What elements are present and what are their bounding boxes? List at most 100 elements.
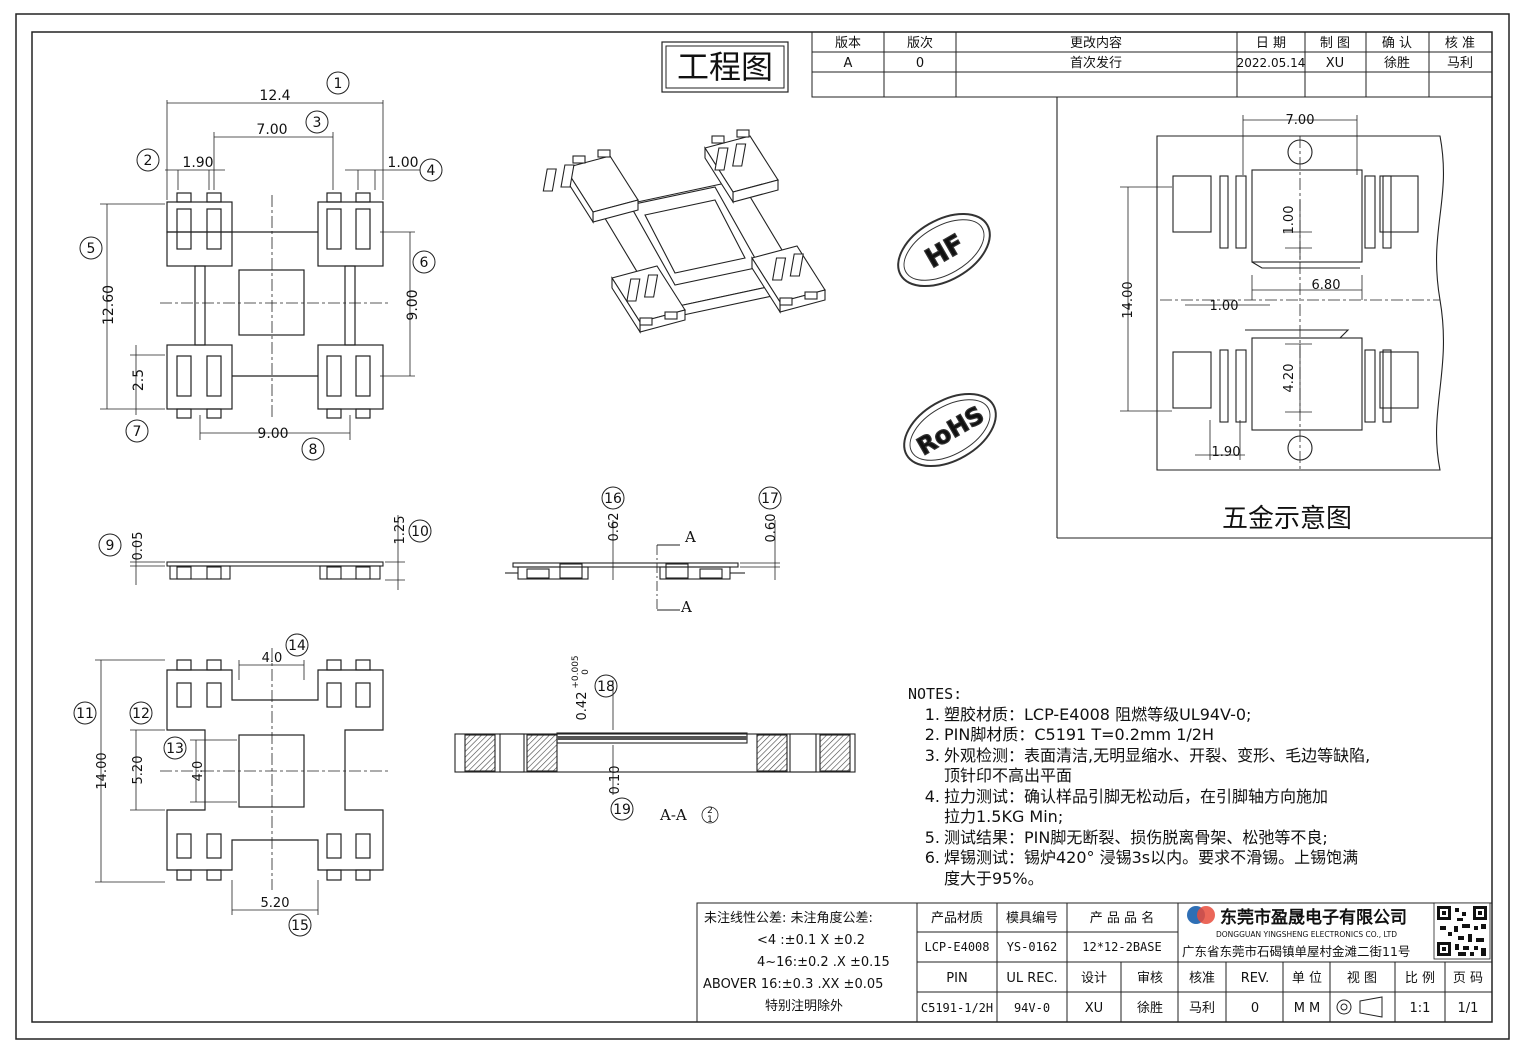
balloon-8: 8 [309,442,318,458]
note-item: 1.塑胶材质：LCP-E4008 阻燃等级UL94V-0; [924,704,1252,724]
stamp-title: 工程图 [661,41,789,93]
bottom-view [160,648,390,890]
balloon-14: 14 [288,638,306,654]
section-label-a-top: A [684,528,696,546]
note-item: 4.拉力测试：确认样品引脚无松动后，在引脚轴方向施加 [924,786,1329,806]
note-item: 3.外观检测：表面清洁,无明显缩水、开裂、变形、毛边等缺陷, [924,745,1371,765]
balloon-9: 9 [106,538,115,554]
balloon-12: 12 [132,706,150,722]
balloon-5: 5 [87,241,96,257]
dim-4-0-h: 4.0 [262,651,283,666]
projection-symbol-icon [1336,996,1383,1018]
revision-table [811,31,1493,98]
rev-header-edition: 版次 [907,35,933,51]
dim-9-00-v: 9.00 [405,289,421,320]
dim-0-60: 0.60 [764,514,779,543]
rev-version: A [844,56,853,71]
tb-r3-9: 页 码 [1453,971,1483,986]
balloon-11: 11 [76,706,94,722]
dim-0-42-tol0: 0 [581,669,591,675]
notes-block: NOTES: 1.塑胶材质：LCP-E4008 阻燃等级UL94V-0; 2.P… [908,684,1508,889]
outer-frame [15,13,1510,1040]
dim-1-90: 1.90 [182,155,213,171]
revision-table-text: 版本 版次 更改内容 日 期 制 图 确 认 核 准 A 0 首次发行 2022… [835,35,1475,71]
tb-h-product: 产 品 品 名 [1090,910,1154,926]
metal-dim-1-00-v: 1.00 [1282,206,1297,235]
tol-line2: <4 :±0.1 X ±0.2 [757,933,865,948]
hf-stamp: HF [897,212,991,288]
dim-2-5: 2.5 [131,369,147,391]
top-view-dimensions [100,100,420,440]
bottom-view-dimensions [95,659,319,915]
balloon-2: 2 [144,153,153,169]
dim-9-00-h: 9.00 [257,426,288,442]
metal-view-dimensions [1120,115,1363,460]
tb-r3-4: 核准 [1189,971,1215,986]
balloon-16: 16 [604,491,622,507]
dim-1-25: 1.25 [393,516,408,545]
top-view-dim-text: 12.4 7.00 1.90 1.00 12.60 9.00 2.5 9.00 [101,88,421,442]
tol-line5: 特别注明除外 [765,999,843,1014]
tb-r4-9: 1/1 [1458,1001,1479,1016]
title-block [916,902,1493,1023]
dim-5-20-v: 5.20 [131,756,146,785]
tb-r3-8: 比 例 [1405,971,1435,986]
tb-r3-0: PIN [946,971,967,986]
balloon-numbers: 1 2 3 4 5 6 7 8 9 10 11 12 13 14 15 16 1… [76,76,779,934]
dim-0-42: 0.42 [575,692,590,721]
detail-section [454,680,856,795]
rev-drawn: XU [1326,56,1344,71]
balloon-1: 1 [334,76,343,92]
balloon-17: 17 [761,491,779,507]
section-label-a-bottom: A [680,598,692,616]
balloon-10: 10 [411,524,429,540]
tb-r4-8: 1:1 [1410,1001,1431,1016]
dim-12-4: 12.4 [259,88,290,104]
balloon-6: 6 [420,255,429,271]
bottom-view-dim-text: 14.00 5.20 4.0 4.0 5.20 [95,651,289,911]
tb-v-material: LCP-E4008 [924,940,989,954]
balloons [73,71,782,937]
company-address: 广东省东莞市石碣镇单屋村金滩二街11号 [1182,944,1410,959]
tb-r4-4: 马利 [1189,1001,1215,1016]
section-caption: A-A [659,806,687,824]
metal-dim-14-00: 14.00 [1121,281,1136,318]
side-view [130,515,405,590]
detail-section-text: 0.42 +0.005 0 0.10 A-A 2 1 [571,655,719,825]
note-item-continuation: 度大于95%。 [944,868,1044,888]
balloon-3: 3 [313,115,322,131]
isometric-view [542,129,826,334]
tol-line3: 4~16:±0.2 .X ±0.15 [757,955,890,970]
hf-stamp-text: HF [920,229,969,275]
tb-r4-6: M M [1294,1001,1321,1016]
balloon-7: 7 [133,424,142,440]
rohs-stamp: RoHS [903,392,997,468]
title-block-text: 产品材质 模具编号 产 品 品 名 LCP-E4008 YS-0162 12*1… [921,910,1483,1016]
dim-0-05: 0.05 [131,532,146,561]
note-item: 2.PIN脚材质：C5191 T=0.2mm 1/2H [924,725,1214,744]
metal-dim-1-00-h: 1.00 [1210,299,1239,314]
balloon-4: 4 [427,163,436,179]
tb-r4-5: 0 [1251,1001,1259,1016]
dim-0-10: 0.10 [608,766,623,795]
dim-14-00-bottom: 14.00 [95,752,110,789]
tol-line1: 未注线性公差: 未注角度公差: [704,910,873,926]
rev-header-version: 版本 [835,36,861,51]
dim-7-00: 7.00 [256,122,287,138]
tb-r3-7: 视 图 [1347,971,1377,986]
metal-view-caption: 五金示意图 [1222,504,1352,534]
tb-h-mold: 模具编号 [1006,911,1058,926]
balloon-19: 19 [613,802,631,818]
dim-5-20-h: 5.20 [261,896,290,911]
section-view [505,520,780,611]
dim-0-62: 0.62 [607,513,622,542]
dim-12-60: 12.60 [101,285,117,325]
note-item-continuation: 顶针印不高出平面 [944,766,1073,785]
dim-0-42-tol: +0.005 [571,655,581,688]
company-logo-icon [1187,906,1215,924]
qr-code-icon [1433,902,1491,960]
note-item-continuation: 拉力1.5KG Min; [944,807,1064,826]
tb-r3-3: 审核 [1137,971,1163,986]
metal-dim-4-20: 4.20 [1282,364,1297,393]
